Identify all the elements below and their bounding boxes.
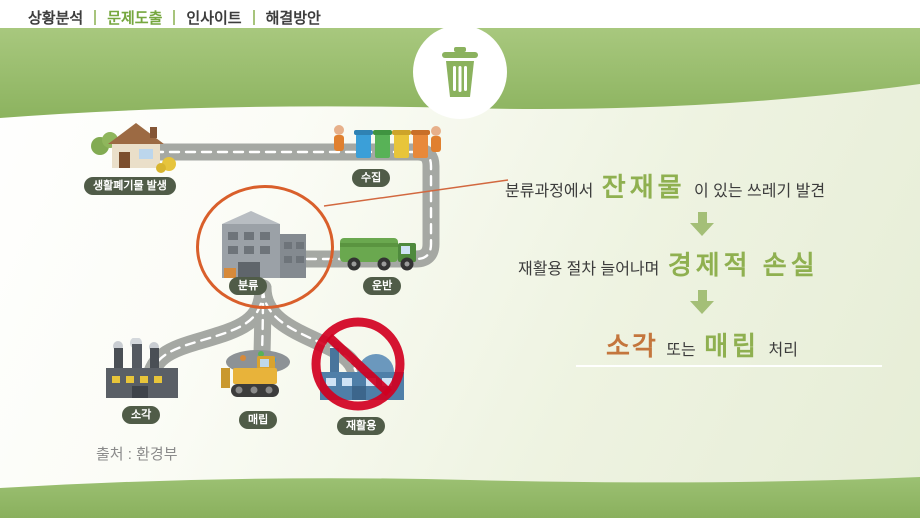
- source-text: 출처 : 환경부: [96, 446, 178, 463]
- label-sort: 분류: [229, 277, 268, 295]
- garbage-truck-icon: [338, 230, 426, 279]
- callout-loss: 재활용 절차 늘어나며 경제적 손실: [518, 245, 823, 282]
- bottom-green-band: [0, 477, 920, 518]
- nav-item-solution[interactable]: 해결방안: [265, 10, 321, 27]
- callout-residue-em: 잔재물: [601, 172, 686, 202]
- callout-residue-pre: 분류과정에서: [505, 183, 594, 200]
- landfill-icon: [213, 340, 303, 411]
- callout-residue: 분류과정에서 잔재물 이 있는 쓰레기 발견: [505, 167, 825, 204]
- callout-loss-pre: 재활용 절차 늘어나며: [518, 261, 660, 278]
- label-recycle: 재활용: [337, 417, 386, 435]
- label-collect: 수집: [352, 169, 391, 187]
- disposal-underline: [576, 365, 882, 367]
- nav-separator: [173, 10, 176, 25]
- label-waste: 생활폐기물 발생: [84, 177, 176, 195]
- callout-disposal-post: 처리: [768, 342, 798, 359]
- callout-disposal: 소각 또는 매립 처리: [602, 326, 798, 363]
- recycling-plant-icon: [310, 334, 414, 411]
- down-arrow-2: [690, 290, 714, 314]
- collection-icon: [328, 118, 446, 167]
- callout-residue-post: 이 있는 쓰레기 발견: [694, 183, 826, 200]
- label-transport: 운반: [363, 277, 402, 295]
- nav-separator: [94, 10, 97, 25]
- callout-loss-em: 경제적 손실: [667, 250, 819, 280]
- nav-item-problem[interactable]: 문제도출: [107, 10, 163, 27]
- nav-item-insight[interactable]: 인사이트: [186, 10, 242, 27]
- trash-icon: [442, 47, 478, 97]
- breadcrumb-nav: 상황분석 문제도출 인사이트 해결방안: [28, 7, 321, 28]
- trash-badge: [413, 25, 507, 119]
- callout-disposal-em1: 소각: [606, 331, 658, 361]
- label-incinerate: 소각: [122, 406, 161, 424]
- nav-separator: [252, 10, 255, 25]
- callout-disposal-em2: 매립: [704, 331, 761, 361]
- callout-disposal-mid: 또는: [666, 342, 696, 359]
- house-icon: [88, 114, 180, 181]
- down-arrow-1: [690, 212, 714, 236]
- nav-item-situation[interactable]: 상황분석: [28, 10, 84, 27]
- label-landfill: 매립: [239, 411, 278, 429]
- sorting-facility-icon: [216, 204, 312, 289]
- incinerator-icon: [98, 337, 193, 409]
